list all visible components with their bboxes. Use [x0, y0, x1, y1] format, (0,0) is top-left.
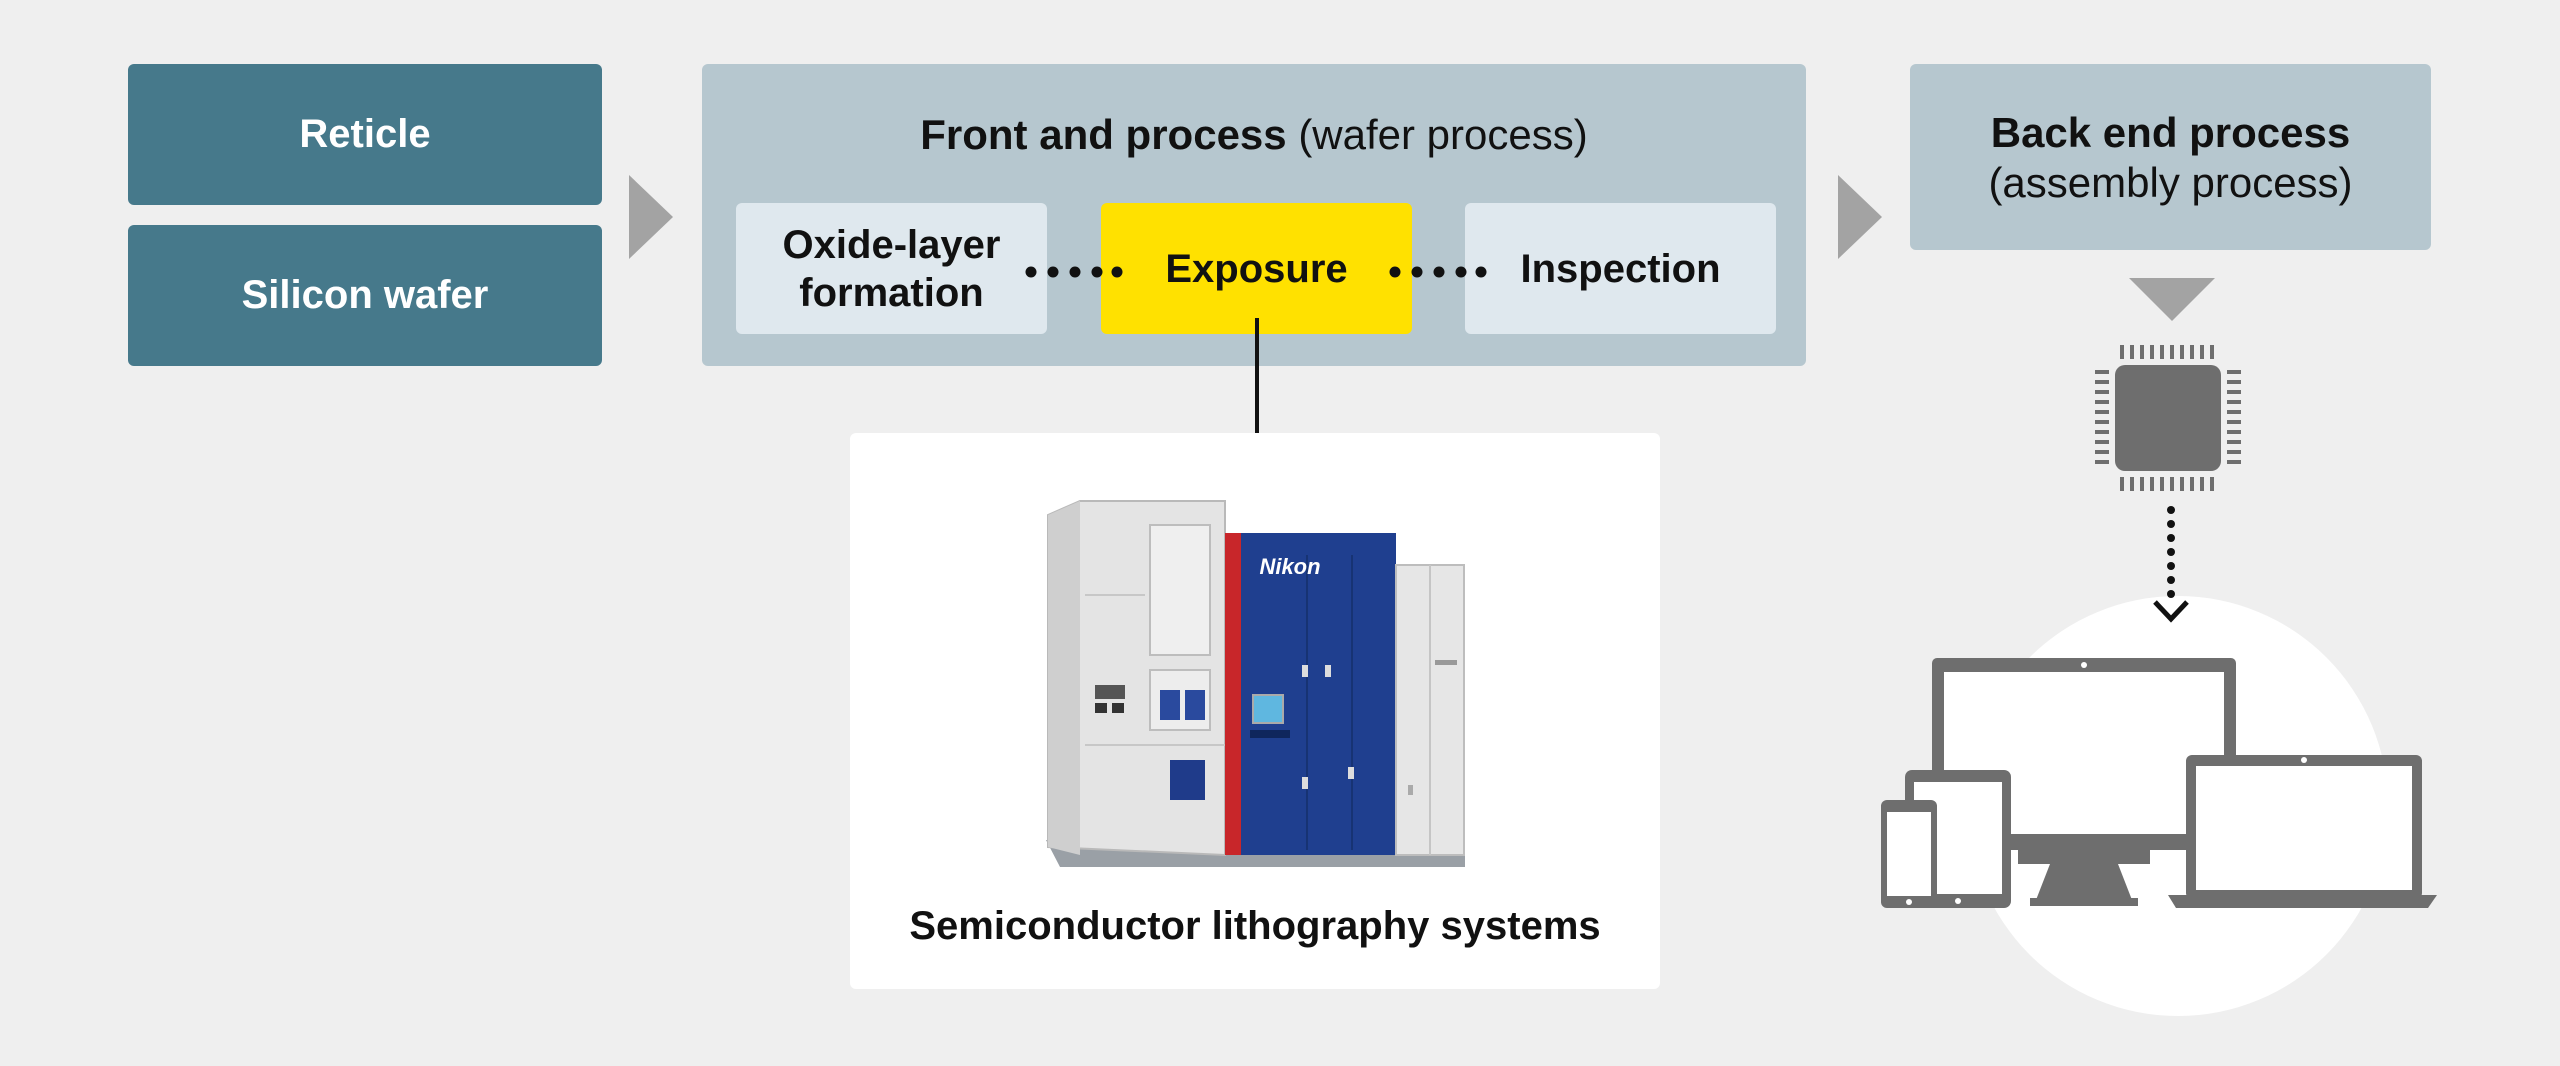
front-end-title: Front and process (wafer process): [702, 110, 1806, 160]
connector-dot: [1091, 266, 1103, 278]
back-end-title-line1: Back end process: [1990, 109, 2351, 156]
chip-icon: [2095, 345, 2241, 491]
laptop-icon: [2168, 755, 2437, 908]
machine-brand-logo: Nikon: [1259, 554, 1320, 579]
back-end-title: Back end process (assembly process): [1910, 108, 2431, 208]
step-inspection: Inspection: [1465, 203, 1776, 334]
dotted-down-arrow-icon: [2153, 506, 2189, 623]
silicon-wafer-label: Silicon wafer: [241, 273, 489, 317]
step-exposure: Exposure: [1101, 203, 1412, 334]
silicon-wafer-box: Silicon wafer: [128, 225, 602, 366]
lithography-machine-image: Nikon: [1046, 500, 1465, 867]
step-oxide-layer-formation: Oxide-layer formation: [736, 203, 1047, 334]
step-oxide-line2: formation: [799, 270, 984, 315]
connector-dot: [1455, 266, 1467, 278]
connector-dot: [1411, 266, 1423, 278]
connector-dot: [1069, 266, 1081, 278]
connector-dot: [1433, 266, 1445, 278]
back-end-panel: [1910, 64, 2431, 250]
flow-arrow-right-icon: [629, 175, 673, 259]
reticle-label: Reticle: [299, 112, 431, 156]
front-end-title-normal: (wafer process): [1286, 111, 1588, 158]
connector-dot: [1389, 266, 1401, 278]
step-oxide-line1: Oxide-layer: [782, 222, 1001, 267]
front-end-title-bold: Front and process: [920, 111, 1287, 158]
phone-icon: [1881, 800, 1937, 908]
connector-dot: [1111, 266, 1123, 278]
step-exposure-label: Exposure: [1165, 246, 1348, 291]
connector-dot: [1025, 266, 1037, 278]
connector-dot: [1475, 266, 1487, 278]
flow-arrow-right-icon: [1838, 175, 1882, 259]
connector-dot: [1047, 266, 1059, 278]
back-end-title-line2: (assembly process): [1988, 159, 2353, 206]
reticle-box: Reticle: [128, 64, 602, 205]
flow-arrow-down-icon: [2129, 278, 2215, 321]
step-inspection-label: Inspection: [1520, 246, 1721, 291]
lithography-caption: Semiconductor lithography systems: [909, 904, 1601, 948]
